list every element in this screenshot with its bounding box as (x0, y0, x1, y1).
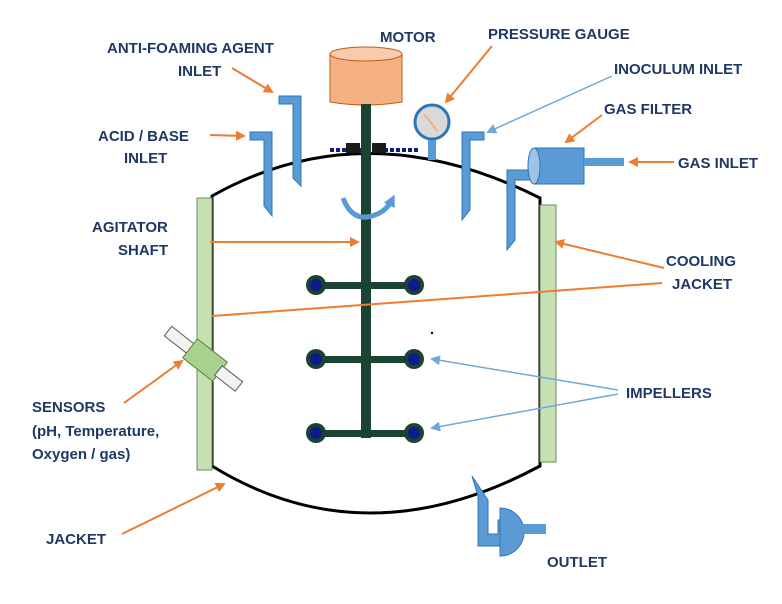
arrow-cooling-right (554, 239, 665, 269)
acid-base-pipe (249, 131, 273, 218)
leader-arrows-blue (430, 75, 619, 432)
anti-foaming-pipe (278, 95, 302, 188)
sensor-probe (163, 325, 244, 392)
label-acid-base-2: INLET (124, 150, 167, 167)
gas-filter (506, 147, 624, 252)
arrow-cooling-left (211, 282, 663, 317)
arrow-inoculum (486, 75, 613, 134)
label-pressure-gauge: PRESSURE GAUGE (488, 26, 630, 43)
arrow-anti-foaming (231, 67, 274, 94)
shaft-seal (330, 143, 420, 153)
label-outlet: OUTLET (547, 554, 607, 571)
outlet (471, 475, 546, 557)
vessel-body (210, 152, 542, 515)
label-anti-foaming-2: INLET (178, 63, 221, 80)
arrow-pressure-gauge (444, 45, 493, 104)
label-sensors-3: Oxygen / gas) (32, 446, 130, 463)
label-sensors-2: (pH, Temperature, (32, 423, 159, 440)
motor (329, 46, 403, 106)
arrow-impellers-2 (430, 393, 619, 432)
label-jacket: JACKET (46, 531, 106, 548)
label-cooling-2: JACKET (672, 276, 732, 293)
cooling-jacket-left (196, 197, 213, 471)
pressure-gauge (413, 103, 451, 160)
impeller-arms (318, 282, 414, 437)
label-gas-filter: GAS FILTER (604, 101, 692, 118)
arrow-jacket (121, 483, 226, 535)
arrow-impellers-1 (430, 355, 619, 391)
label-impellers: IMPELLERS (626, 385, 712, 402)
arrow-gas-filter (564, 114, 603, 144)
label-inoculum-inlet: INOCULUM INLET (614, 61, 742, 78)
label-cooling-1: COOLING (666, 253, 736, 270)
rotation-arrow (340, 194, 395, 220)
cooling-jacket-right (539, 204, 557, 463)
label-sensors-1: SENSORS (32, 399, 105, 416)
arrow-acid-base (209, 130, 246, 141)
leader-arrows-orange (121, 45, 674, 535)
center-dot (430, 331, 434, 335)
label-anti-foaming-1: ANTI-FOAMING AGENT (107, 40, 274, 57)
label-acid-base-1: ACID / BASE (98, 128, 189, 145)
arrow-sensors (123, 359, 184, 404)
label-agitator-2: SHAFT (118, 242, 168, 259)
inoculum-pipe (461, 131, 485, 222)
label-gas-inlet: GAS INLET (678, 155, 758, 172)
agitator-shaft (361, 104, 371, 438)
label-motor: MOTOR (380, 29, 436, 46)
label-agitator-1: AGITATOR (92, 219, 168, 236)
